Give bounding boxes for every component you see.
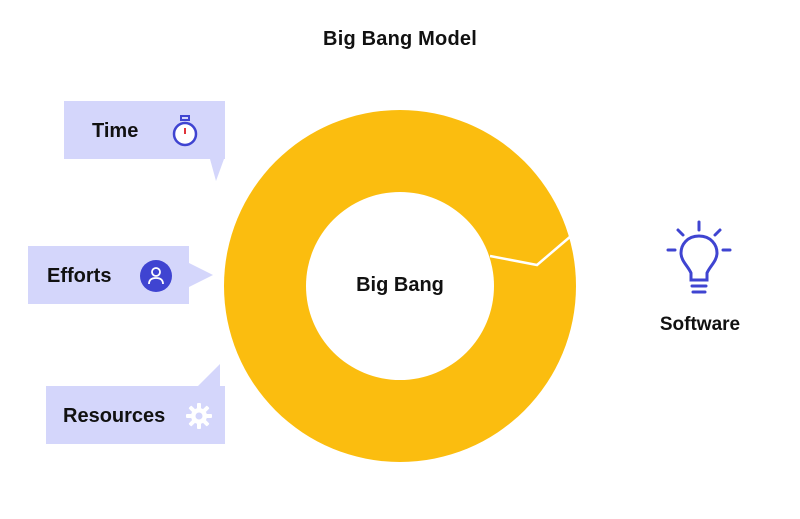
time-callout: Time: [64, 101, 225, 181]
center-label: Big Bang: [356, 274, 444, 296]
stopwatch-icon: [171, 114, 199, 154]
lightbulb-icon: [664, 218, 734, 305]
resources-callout: Resources: [46, 364, 225, 444]
efforts-callout-pointer: [189, 263, 213, 287]
efforts-callout: Efforts: [28, 246, 213, 304]
ring-notch-line: [489, 235, 572, 267]
diagram-title: Big Bang Model: [323, 28, 477, 50]
user-icon: [139, 259, 173, 299]
resources-label: Resources: [63, 405, 166, 427]
efforts-label: Efforts: [47, 265, 112, 287]
ring-hole: [306, 192, 494, 380]
resources-callout-pointer: [198, 364, 220, 386]
software-label: Software: [659, 314, 741, 335]
time-label: Time: [92, 120, 139, 142]
gear-icon: [185, 402, 213, 436]
